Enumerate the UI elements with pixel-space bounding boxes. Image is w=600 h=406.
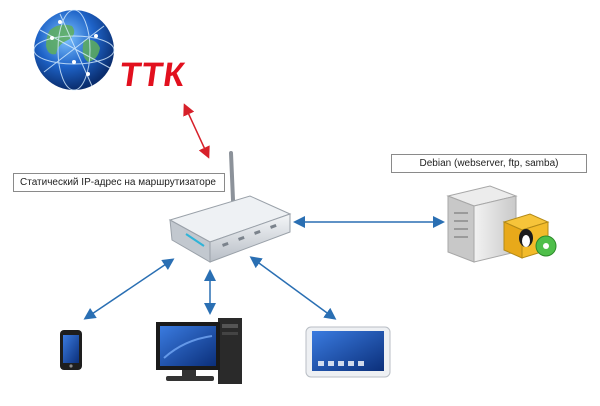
desktop-computer-icon: [156, 318, 242, 384]
connection-lines: [83, 103, 445, 320]
server-label: Debian (webserver, ftp, samba): [391, 154, 587, 173]
link-router-tablet: [249, 256, 337, 320]
wifi-router-icon: [168, 151, 292, 263]
internet-globe-icon: [33, 9, 115, 91]
link-router-phone: [83, 258, 175, 320]
smartphone-icon: [60, 330, 82, 370]
tablet-icon: [305, 326, 391, 378]
debian-server-icon: [446, 185, 557, 263]
ttk-logo: ТТК: [117, 56, 188, 94]
debian-package-icon: [502, 213, 557, 259]
router-label: Статический IP-адрес на маршрутизаторе: [13, 173, 225, 192]
link-internet-router: [183, 103, 210, 159]
